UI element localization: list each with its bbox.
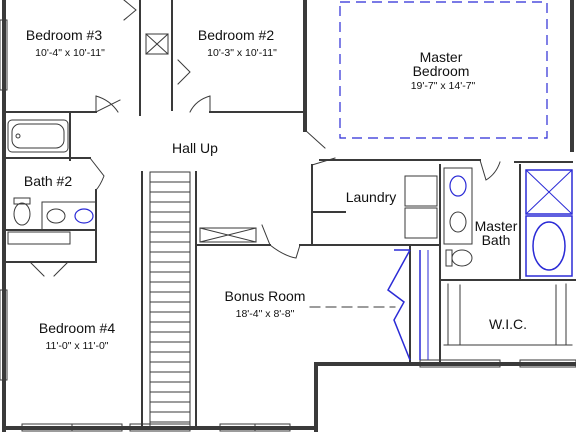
master-bath-name-1: Master xyxy=(475,218,518,234)
bedroom3-name: Bedroom #3 xyxy=(26,27,102,43)
bedroom2-dims: 10'-3" x 10'-11" xyxy=(207,47,277,59)
hall-up-name: Hall Up xyxy=(172,140,218,156)
master-bedroom-name-1: Master xyxy=(420,49,463,65)
labels: Bedroom #3 10'-4" x 10'-11" Bedroom #2 1… xyxy=(24,27,527,352)
windows xyxy=(0,19,576,432)
toilet-icon xyxy=(13,202,31,226)
bedroom3-dims: 10'-4" x 10'-11" xyxy=(35,47,105,59)
bedroom2-name: Bedroom #2 xyxy=(198,27,274,43)
bath2-name: Bath #2 xyxy=(24,173,72,189)
bedroom4-dims: 11'-0" x 11'-0" xyxy=(45,340,108,352)
master-bath-name-2: Bath xyxy=(482,232,511,248)
staircase xyxy=(149,171,191,429)
dashed-lines xyxy=(69,1,548,308)
master-bedroom-name-2: Bedroom xyxy=(413,63,470,79)
laundry-name: Laundry xyxy=(346,189,397,205)
doors xyxy=(29,0,501,277)
stair-outline xyxy=(149,171,191,429)
master-bedroom-dims: 19'-7" x 14'-7" xyxy=(411,80,476,92)
bonus-room-name: Bonus Room xyxy=(225,288,306,304)
bonus-room-dims: 18'-4" x 8'-8" xyxy=(236,308,295,320)
fixtures xyxy=(7,119,573,361)
wic-name: W.I.C. xyxy=(489,316,527,332)
bedroom4-name: Bedroom #4 xyxy=(39,320,115,336)
